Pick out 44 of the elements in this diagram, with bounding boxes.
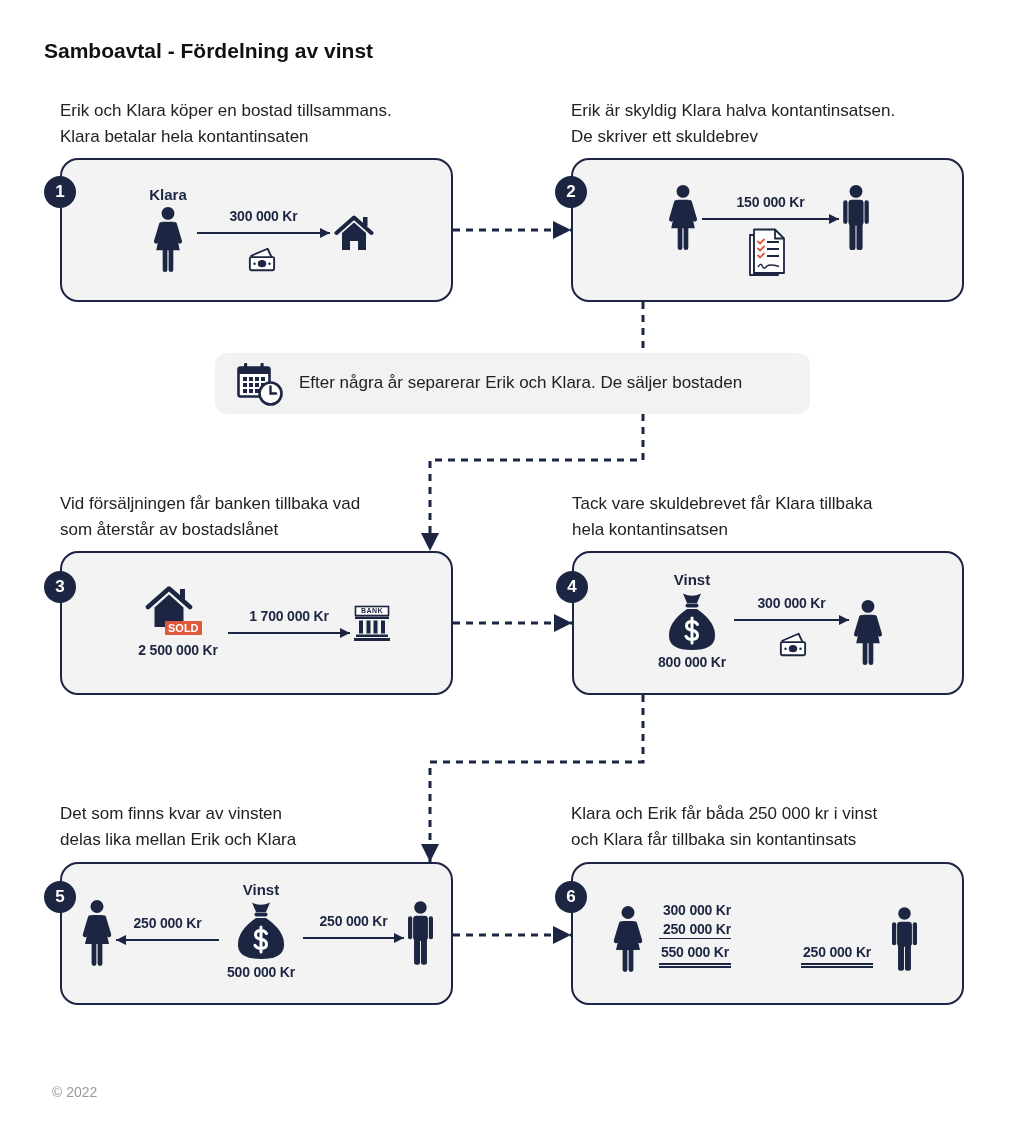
amount-label: 300 000 Kr xyxy=(662,902,731,919)
man-icon xyxy=(408,900,433,966)
dashed-arrow xyxy=(453,614,572,632)
step-number: 6 xyxy=(555,881,587,913)
amount-label: 500 000 Kr xyxy=(226,964,296,981)
arrow xyxy=(196,228,331,238)
sold-tag: SOLD xyxy=(165,621,202,635)
step-number: 3 xyxy=(44,571,76,603)
step-description: Vid försäljningen får banken tillbaka vad som återstår av bostadslånet xyxy=(60,493,362,541)
copyright-text: © 2022 xyxy=(52,1084,98,1101)
arrow xyxy=(302,933,405,943)
house-icon xyxy=(334,214,374,250)
woman-icon xyxy=(668,185,698,250)
profit-caption: Vinst xyxy=(673,571,711,589)
woman-icon xyxy=(82,900,112,966)
amount-label: 800 000 Kr xyxy=(657,654,727,671)
dashed-arrow xyxy=(421,414,645,551)
arrow xyxy=(701,214,840,224)
step-number: 5 xyxy=(44,881,76,913)
step-description: Klara och Erik får båda 250 000 kr i vinst och Klara får tillbaka sin kontantinsats xyxy=(571,803,879,851)
arrow xyxy=(227,628,351,638)
note-text: Efter några år separerar Erik och Klara. De säljer bostaden xyxy=(299,372,743,394)
step-description: Erik och Klara köper en bostad tillsammans. Klara betalar hela kontantinsaten xyxy=(60,100,393,148)
step-description: Erik är skyldig Klara halva kontantinsatsen. De skriver ett skuldebrev xyxy=(571,100,897,148)
step-number: 2 xyxy=(555,176,587,208)
amount-label: 2 500 000 Kr xyxy=(138,642,218,659)
total-amount: 250 000 Kr xyxy=(801,944,874,968)
diagram-title: Samboavtal - Fördelning av vinst xyxy=(44,38,374,64)
name-label: Klara xyxy=(149,186,187,204)
woman-icon xyxy=(853,600,883,665)
step-description: Det som finns kvar av vinsten delas lika mellan Erik och Klara xyxy=(60,803,298,851)
step-number: 4 xyxy=(556,571,588,603)
arrow xyxy=(733,615,850,625)
step-description: Tack vare skuldebrevet får Klara tillbaka hela kontantinsatsen xyxy=(572,493,874,541)
dashed-arrow xyxy=(453,926,571,944)
dashed-arrow xyxy=(421,695,645,862)
profit-caption: Vinst xyxy=(242,881,280,899)
total-amount: 550 000 Kr xyxy=(658,944,731,968)
note-box xyxy=(215,353,810,414)
dashed-arrow xyxy=(453,221,571,239)
arrow xyxy=(115,935,220,945)
step-number: 1 xyxy=(44,176,76,208)
amount-label: 250 000 Kr xyxy=(658,921,731,939)
man-icon xyxy=(843,185,869,250)
